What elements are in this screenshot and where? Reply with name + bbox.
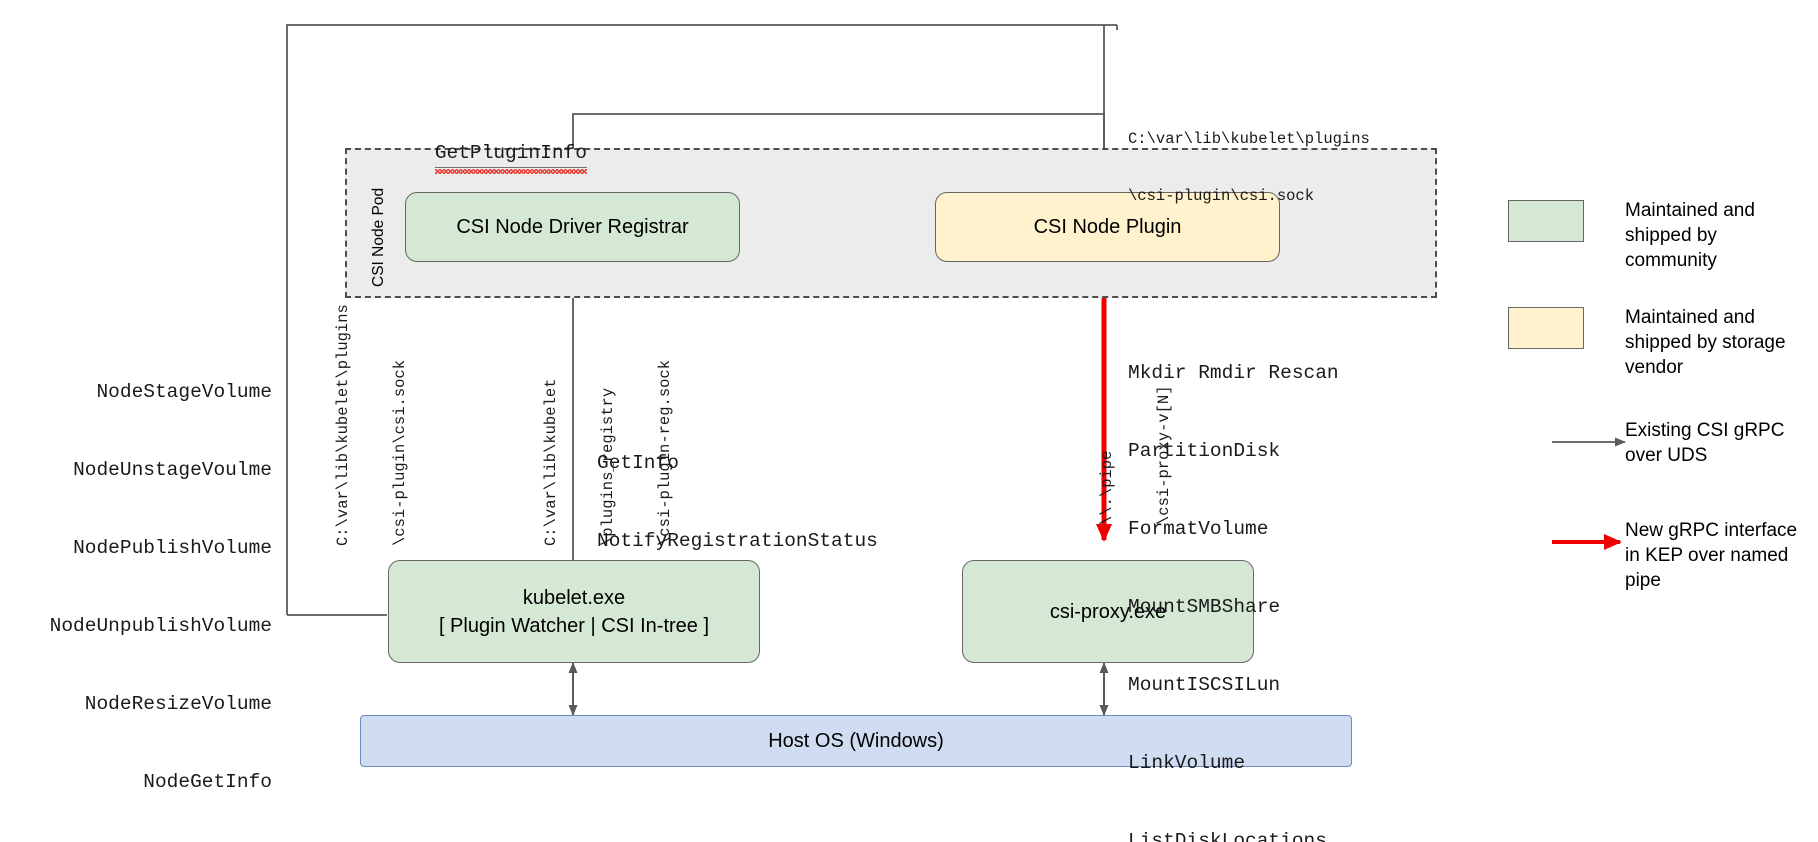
list-item: MountISCSILun xyxy=(1128,674,1281,696)
label-named-pipe-line1: \\.\pipe xyxy=(1098,450,1116,525)
list-item: PartitionDisk xyxy=(1128,440,1281,462)
node-csi-node-plugin[interactable]: CSI Node Plugin xyxy=(935,192,1280,262)
legend-label-community: Maintained and shipped by community xyxy=(1625,200,1755,271)
label-registrar-socket-path-line1: C:\var\lib\kubelet xyxy=(542,378,560,546)
edge-node-plugin-to-kubelet xyxy=(286,24,1118,616)
legend-swatch-storage-vendor xyxy=(1508,307,1584,349)
node-csi-node-driver-registrar[interactable]: CSI Node Driver Registrar xyxy=(405,192,740,262)
label-node-plugin-uds-path-vertical: C:\var\lib\kubelet\plugins \csi-plugin\c… xyxy=(296,304,448,546)
legend-swatch-community xyxy=(1508,200,1584,242)
label-node-plugin-uds-path-line1: C:\var\lib\kubelet\plugins xyxy=(334,304,352,546)
list-registration-calls: GetInfo NotifyRegistrationStatus xyxy=(597,398,878,606)
label-get-plugin-info: GetPluginInfo xyxy=(388,114,588,194)
list-item: NodeResizeVolume xyxy=(84,693,272,715)
list-csi-proxy-apis: Mkdir Rmdir Rescan PartitionDisk FormatV… xyxy=(1128,308,1339,842)
node-kubelet-exe-line1: kubelet.exe xyxy=(522,586,626,609)
csi-node-pod-label: CSI Node Pod xyxy=(370,187,387,287)
legend-label-storage-vendor: Maintained and shipped by storage vendor xyxy=(1625,307,1786,378)
list-item: ListDiskLocations xyxy=(1128,830,1327,842)
list-item: NodePublishVolume xyxy=(73,537,272,559)
list-item: GetInfo xyxy=(597,452,679,474)
node-csi-node-plugin-label: CSI Node Plugin xyxy=(1033,216,1182,238)
list-item: NotifyRegistrationStatus xyxy=(597,530,878,552)
label-node-plugin-socket-path-line1: C:\var\lib\kubelet\plugins xyxy=(1128,130,1370,148)
list-item: NodeUnpublishVolume xyxy=(49,615,272,637)
list-item: NodeStageVolume xyxy=(96,381,272,403)
legend-label-existing-grpc: Existing CSI gRPC over UDS xyxy=(1625,420,1785,466)
list-item: FormatVolume xyxy=(1128,518,1269,540)
list-item: MountSMBShare xyxy=(1128,596,1281,618)
list-csi-node-rpcs: NodeStageVolume NodeUnstageVoulme NodePu… xyxy=(10,327,272,842)
node-csi-proxy-exe[interactable]: csi-proxy.exe xyxy=(962,560,1254,663)
list-item: NodeUnstageVoulme xyxy=(73,459,272,481)
node-kubelet-exe-line2: [ Plugin Watcher | CSI In-tree ] xyxy=(438,614,710,637)
list-item: Mkdir Rmdir Rescan xyxy=(1128,362,1339,384)
list-item: LinkVolume xyxy=(1128,752,1246,774)
label-get-plugin-info-text: GetPluginInfo xyxy=(434,140,588,174)
list-item: NodeGetInfo xyxy=(143,771,272,793)
node-host-os[interactable]: Host OS (Windows) xyxy=(360,715,1352,767)
node-csi-node-driver-registrar-label: CSI Node Driver Registrar xyxy=(456,216,689,238)
legend-label-new-grpc: New gRPC interface in KEP over named pip… xyxy=(1625,520,1798,591)
node-host-os-label: Host OS (Windows) xyxy=(768,730,944,752)
label-node-plugin-socket-path-line2: \csi-plugin\csi.sock xyxy=(1128,187,1315,205)
node-csi-proxy-exe-label: csi-proxy.exe xyxy=(1049,600,1167,623)
node-kubelet-exe[interactable]: kubelet.exe [ Plugin Watcher | CSI In-tr… xyxy=(388,560,760,663)
label-node-plugin-uds-path-line2: \csi-plugin\csi.sock xyxy=(391,359,409,546)
label-node-plugin-socket-path: C:\var\lib\kubelet\plugins \csi-plugin\c… xyxy=(1128,92,1370,244)
